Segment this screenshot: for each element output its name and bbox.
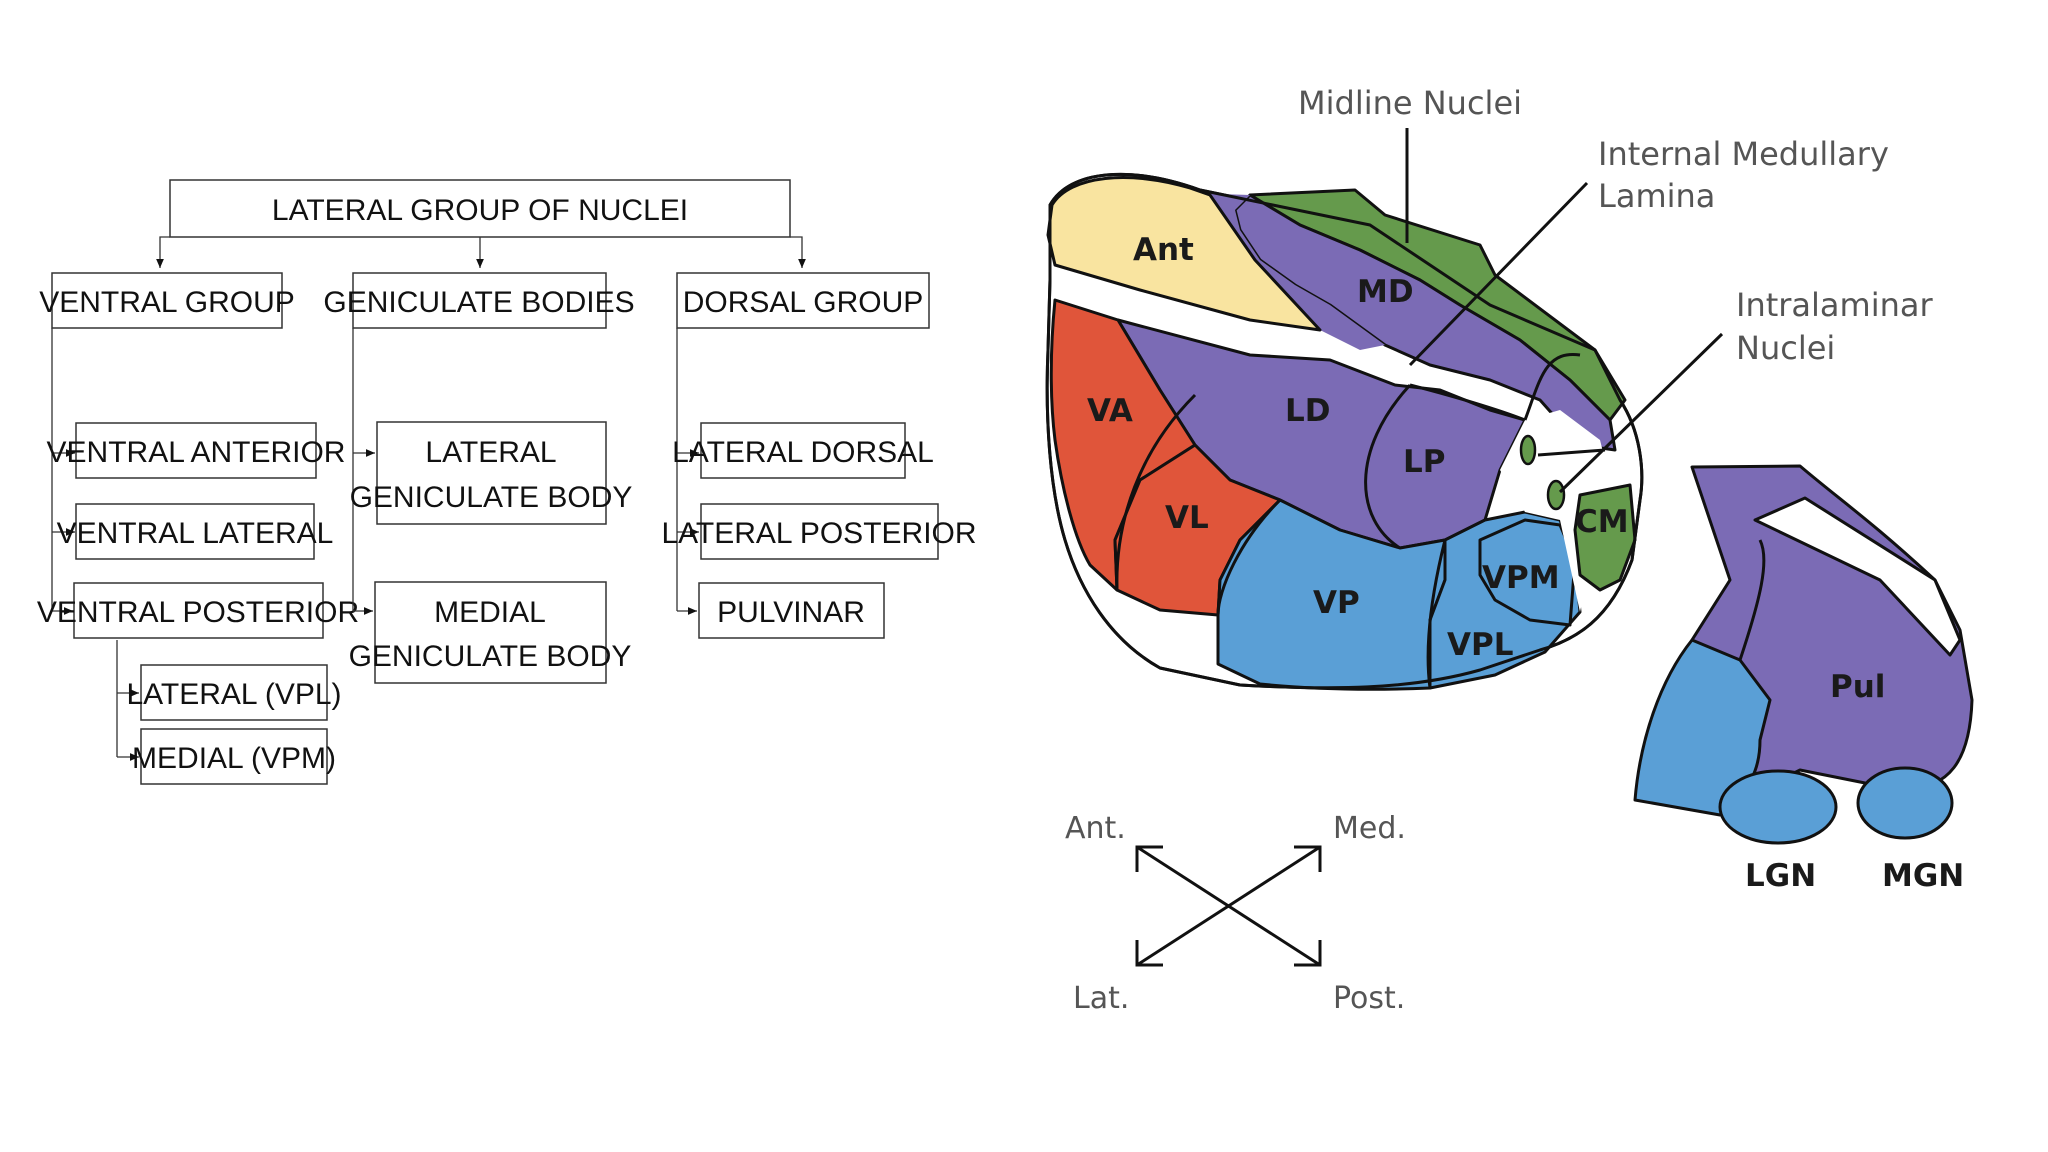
pul-lower-blue bbox=[1633, 638, 1772, 817]
group-label-ventral: VENTRAL GROUP bbox=[39, 286, 295, 319]
root-box: LATERAL GROUP OF NUCLEI bbox=[169, 179, 791, 238]
ventral-connectors bbox=[51, 328, 139, 761]
ventral-anterior-label: VENTRAL ANTERIOR bbox=[47, 436, 346, 469]
group-box-geniculate: GENICULATE BODIES bbox=[323, 272, 635, 329]
vpm-region bbox=[1478, 518, 1577, 627]
thalamus-illustration bbox=[1045, 172, 1974, 845]
region-labels: Ant MD VA LD LP VL CM VPM VP VPL Pul LGN… bbox=[1087, 232, 1964, 894]
intralaminar-callout-line1: Intralaminar bbox=[1736, 286, 1933, 324]
flowchart: LATERAL GROUP OF NUCLEI VENTRAL GROUP GE… bbox=[37, 179, 977, 785]
md-label: MD bbox=[1357, 274, 1414, 310]
internal-medullary-callout-line1: Internal Medullary bbox=[1598, 135, 1889, 173]
ventral-lateral-box: VENTRAL LATERAL bbox=[57, 503, 334, 560]
va-vl-boundary bbox=[1115, 393, 1197, 591]
intralaminar-dot-1 bbox=[1519, 434, 1537, 466]
md-lp-boundary bbox=[1523, 352, 1581, 421]
root-label: LATERAL GROUP OF NUCLEI bbox=[272, 194, 688, 227]
medial-geniculate-box: MEDIAL GENICULATE BODY bbox=[349, 581, 632, 684]
lateral-posterior-label: LATERAL POSTERIOR bbox=[661, 517, 976, 550]
lp-ld-boundary bbox=[1409, 383, 1526, 422]
vpm-label-region: VPM bbox=[1482, 560, 1560, 596]
lateral-posterior-box: LATERAL POSTERIOR bbox=[661, 503, 977, 560]
pul-division bbox=[1738, 539, 1766, 661]
vpl-label: LATERAL (VPL) bbox=[126, 678, 341, 711]
internal-medullary-pointer bbox=[1408, 181, 1589, 367]
vl-label: VL bbox=[1165, 500, 1209, 536]
md-upper-wedge bbox=[1190, 193, 1385, 350]
dorsal-connectors bbox=[676, 328, 699, 615]
vpl-box: LATERAL (VPL) bbox=[126, 664, 342, 721]
root-connectors bbox=[156, 236, 806, 268]
lateral-dorsal-box: LATERAL DORSAL bbox=[672, 422, 934, 479]
vpm-box: MEDIAL (VPM) bbox=[132, 728, 336, 785]
lgn-region bbox=[1718, 769, 1838, 845]
pulvinar-box: PULVINAR bbox=[698, 582, 885, 639]
compass-arrows bbox=[1135, 845, 1322, 967]
pul-label: Pul bbox=[1830, 669, 1885, 705]
arrowhead-ant bbox=[1135, 845, 1163, 872]
arrowhead-med bbox=[1294, 845, 1322, 872]
intralaminar-pointer-2 bbox=[1537, 448, 1606, 457]
ant-label: Ant bbox=[1133, 232, 1194, 268]
outer-outline bbox=[1045, 172, 1644, 690]
vpl-label-region: VPL bbox=[1447, 627, 1513, 663]
ventral-lateral-label: VENTRAL LATERAL bbox=[57, 517, 334, 550]
group-label-dorsal: DORSAL GROUP bbox=[683, 286, 924, 319]
internal-medullary-callout-line2: Lamina bbox=[1598, 177, 1715, 215]
vpl-vpm-boundary bbox=[1426, 539, 1447, 689]
orient-lat-label: Lat. bbox=[1073, 981, 1129, 1016]
cm-region bbox=[1573, 483, 1637, 592]
vp-label: VP bbox=[1313, 585, 1360, 621]
lateral-geniculate-label-line2: GENICULATE BODY bbox=[350, 481, 633, 514]
ventral-posterior-label: VENTRAL POSTERIOR bbox=[37, 596, 359, 629]
lateral-geniculate-label-line1: LATERAL bbox=[425, 436, 556, 469]
ld-label: LD bbox=[1285, 393, 1331, 429]
orient-post-label: Post. bbox=[1333, 981, 1405, 1016]
medial-geniculate-label-line2: GENICULATE BODY bbox=[349, 640, 632, 673]
cm-label: CM bbox=[1575, 504, 1629, 540]
lateral-geniculate-box: LATERAL GENICULATE BODY bbox=[350, 421, 633, 525]
callouts: Midline Nuclei Internal Medullary Lamina… bbox=[1298, 84, 1933, 494]
ant-region bbox=[1046, 176, 1322, 332]
pulvinar-label: PULVINAR bbox=[717, 596, 865, 629]
va-label: VA bbox=[1087, 393, 1133, 429]
orient-med-label: Med. bbox=[1333, 811, 1406, 846]
arrowhead-lat bbox=[1135, 940, 1163, 967]
ventral-posterior-box: VENTRAL POSTERIOR bbox=[37, 582, 359, 639]
midline-nuclei-callout: Midline Nuclei bbox=[1298, 84, 1522, 122]
lp-boundary bbox=[1364, 383, 1412, 550]
group-box-ventral: VENTRAL GROUP bbox=[39, 272, 295, 329]
vpm-label: MEDIAL (VPM) bbox=[132, 742, 336, 775]
mgn-region bbox=[1856, 766, 1954, 840]
intralaminar-dot-2 bbox=[1546, 479, 1566, 511]
arrowhead-post bbox=[1294, 940, 1322, 967]
geniculate-connectors bbox=[352, 328, 375, 615]
lgn-label: LGN bbox=[1745, 858, 1816, 894]
group-box-dorsal: DORSAL GROUP bbox=[676, 272, 930, 329]
intralaminar-pointer bbox=[1558, 332, 1724, 494]
vl-vp-boundary bbox=[1216, 498, 1282, 616]
group-label-geniculate: GENICULATE BODIES bbox=[323, 286, 634, 319]
orientation-compass: Ant. Med. Lat. Post. bbox=[1065, 811, 1406, 1016]
lateral-dorsal-label: LATERAL DORSAL bbox=[672, 436, 934, 469]
lp-label: LP bbox=[1403, 444, 1445, 480]
intralaminar-callout-line2: Nuclei bbox=[1736, 329, 1835, 367]
orient-ant-label: Ant. bbox=[1065, 811, 1126, 846]
pul-lamina bbox=[1753, 496, 1962, 657]
mgn-label: MGN bbox=[1882, 858, 1964, 894]
ventral-anterior-box: VENTRAL ANTERIOR bbox=[47, 422, 346, 479]
medial-geniculate-label-line1: MEDIAL bbox=[434, 596, 546, 629]
